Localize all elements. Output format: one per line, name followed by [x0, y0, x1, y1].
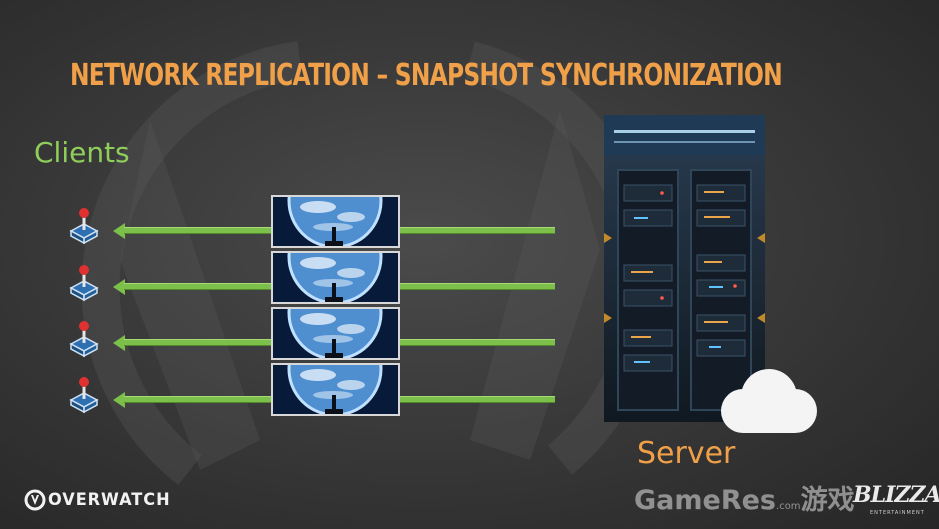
arrow-head	[113, 279, 125, 295]
watermark: GameRes.com游戏	[634, 478, 855, 517]
blizzard-subtitle: ENTERTAINMENT	[870, 510, 925, 516]
joystick-icon	[69, 208, 99, 245]
arrow-head	[113, 335, 125, 351]
snapshot-frame	[271, 363, 400, 416]
server-rack-icon	[604, 115, 765, 422]
overwatch-brand: OVERWATCH	[48, 490, 171, 510]
watermark-suffix: .com	[776, 501, 801, 512]
snapshot-frame	[271, 195, 400, 248]
cloud-icon	[721, 369, 817, 433]
joystick-icon	[69, 321, 99, 358]
snapshot-frame	[271, 307, 400, 360]
slide-title: NETWORK REPLICATION – SNAPSHOT SYNCHRONI…	[70, 58, 783, 93]
joystick-icon	[69, 265, 99, 302]
arrow-head	[113, 392, 125, 408]
joystick-icon	[69, 377, 99, 414]
earth-snapshot-image	[273, 365, 398, 414]
clients-label: Clients	[34, 136, 130, 169]
snapshot-stack	[271, 195, 400, 417]
watermark-cn: 游戏	[800, 485, 855, 516]
blizzard-logo: BLIZZARD	[853, 482, 939, 508]
overwatch-logo-icon	[24, 489, 46, 511]
earth-snapshot-image	[273, 309, 398, 358]
watermark-main: GameRes	[634, 485, 777, 516]
earth-snapshot-image	[273, 197, 398, 246]
server-label: Server	[637, 436, 736, 471]
snapshot-frame	[271, 251, 400, 304]
earth-snapshot-image	[273, 253, 398, 302]
arrow-head	[113, 223, 125, 239]
